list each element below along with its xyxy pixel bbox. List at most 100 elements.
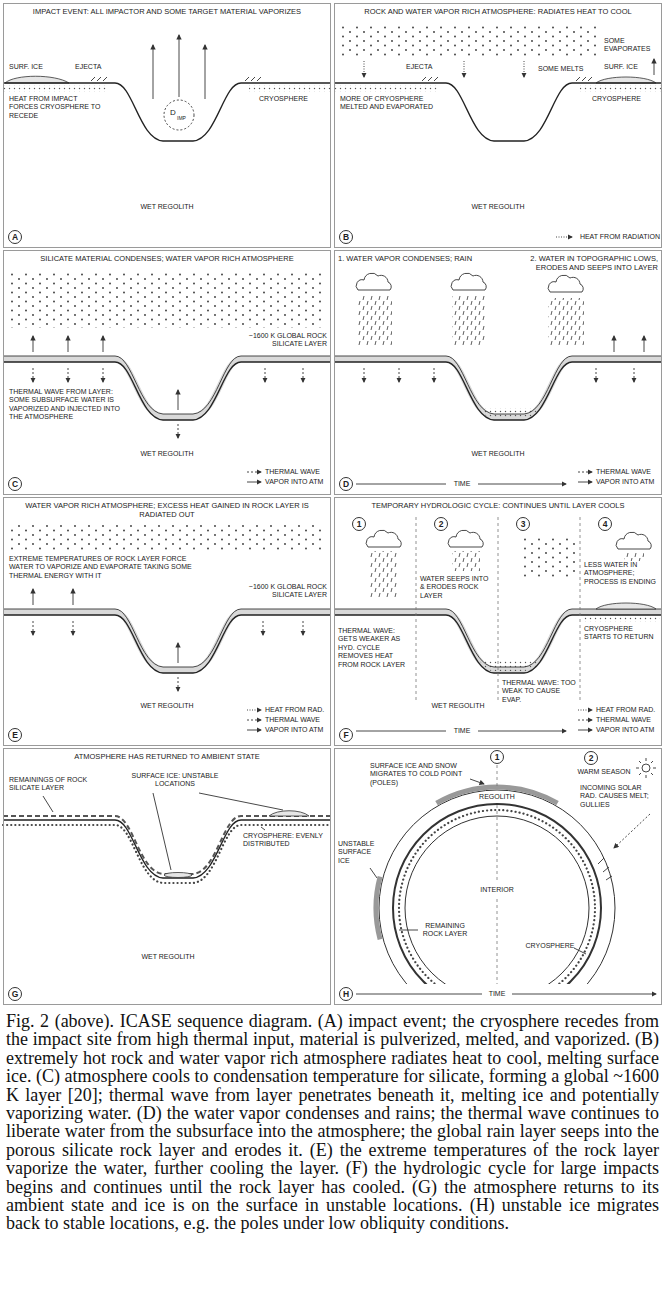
annotation-label: CRYOSPHERE: [259, 95, 329, 103]
panel-heading: IMPACT EVENT: ALL IMPACTOR AND SOME TARG…: [7, 7, 327, 16]
sequence-panel: IMPACT EVENT: ALL IMPACTOR AND SOME TARG…: [3, 3, 331, 248]
annotation-label: ~1600 K GLOBAL ROCK SILICATE LAYER: [217, 583, 327, 600]
time-axis-label: TIME: [446, 480, 478, 488]
annotation-label: REMAININGS OF ROCK SILICATE LAYER: [9, 776, 101, 793]
circle-letter: G: [12, 990, 19, 999]
circle-letter: 2: [589, 754, 594, 763]
panel-letter-circle: B: [339, 230, 353, 244]
panel-heading: SILICATE MATERIAL CONDENSES; WATER VAPOR…: [7, 254, 327, 263]
time-axis-label: TIME: [482, 990, 512, 998]
annotation-label: CRYOSPHERE: EVENLY DISTRIBUTED: [243, 832, 329, 849]
annotation-label: HEAT FROM IMPACT FORCES CRYOSPHERE TO RE…: [9, 95, 107, 120]
panel-heading: 1. WATER VAPOR CONDENSES; RAIN: [338, 254, 498, 263]
annotation-label: UNSTABLE SURFACE ICE: [338, 840, 380, 865]
annotation-label: WET REGOLITH: [117, 203, 217, 211]
circle-letter: 4: [603, 520, 608, 529]
annotation-label: WET REGOLITH: [448, 450, 548, 458]
annotation-label: CRYOSPHERE: [592, 95, 660, 103]
key-label: HEAT FROM RADIATION: [576, 233, 660, 241]
panel-letter-circle: G: [8, 987, 22, 1001]
panel-d-art: [334, 273, 662, 484]
step-circle: 1: [490, 750, 504, 764]
annotation-label: INCOMING SOLAR RAD. CAUSES MELT; GULLIES: [580, 784, 660, 809]
annotation-label: SOME EVAPORATES: [604, 37, 660, 54]
circle-letter: 1: [495, 753, 500, 762]
panel-a-art: [3, 35, 331, 141]
panel-letter-circle: F: [339, 728, 353, 742]
panel-heading: WATER VAPOR RICH ATMOSPHERE; EXCESS HEAT…: [7, 501, 327, 519]
panel-letter-circle: A: [8, 230, 22, 244]
step-circle: 2: [584, 751, 598, 765]
panel-letter-circle: E: [8, 728, 22, 742]
annotation-label: CRYOSPHERE STARTS TO RETURN: [584, 625, 660, 642]
key-label: VAPOR INTO ATM: [596, 726, 660, 734]
annotation-label: REMAINING ROCK LAYER: [418, 922, 472, 939]
annotation-label: SURFACE ICE: UNSTABLE LOCATIONS: [127, 772, 223, 789]
circle-letter: F: [343, 731, 348, 740]
sequence-panel: SILICATE MATERIAL CONDENSES; WATER VAPOR…: [3, 250, 331, 495]
step-circle: 4: [598, 517, 612, 531]
circle-letter: C: [12, 480, 18, 489]
circle-letter: D: [343, 480, 349, 489]
circle-letter: B: [343, 233, 349, 242]
figure-caption: Fig. 2 (above). ICASE sequence diagram. …: [6, 1012, 659, 1233]
annotation-label: THERMAL WAVE: TOO WEAK TO CAUSE EVAP.: [502, 679, 578, 704]
annotation-label: SURF. ICE: [604, 63, 656, 71]
annotation-label: 2. WATER IN TOPOGRAPHIC LOWS, ERODES AND…: [502, 254, 658, 272]
key-label: THERMAL WAVE: [265, 468, 329, 476]
annotation-label: WET REGOLITH: [117, 702, 217, 710]
panel-letter-circle: C: [8, 477, 22, 491]
key-label: HEAT FROM RAD.: [596, 706, 660, 714]
annotation-label: WET REGOLITH: [117, 450, 217, 458]
annotation-label: WATER SEEPS INTO & ERODES ROCK LAYER: [420, 575, 494, 600]
circle-letter: A: [12, 233, 18, 242]
panel-c-art: [3, 272, 331, 482]
annotation-label: EJECTA: [406, 63, 446, 71]
key-label: THERMAL WAVE: [596, 716, 660, 724]
key-label: VAPOR INTO ATM: [265, 726, 329, 734]
annotation-label: LESS WATER IN ATMOSPHERE; PROCESS IS END…: [584, 561, 660, 586]
key-label: VAPOR INTO ATM: [596, 478, 660, 486]
annotation-label: SURFACE ICE AND SNOW MIGRATES TO COLD PO…: [370, 762, 470, 787]
panel-letter-circle: H: [339, 987, 353, 1001]
panel-letter-circle: D: [339, 477, 353, 491]
annotation-label: CRYOSPHERE: [524, 942, 576, 950]
annotation-label: EJECTA: [75, 63, 115, 71]
annotation-label: REGOLITH: [477, 793, 517, 801]
panel-heading: ROCK AND WATER VAPOR RICH ATMOSPHERE: RA…: [338, 7, 658, 16]
annotation-label: WET REGOLITH: [448, 203, 548, 211]
annotation-label: SURF. ICE: [9, 63, 59, 71]
panel-heading: TEMPORARY HYDROLOGIC CYCLE: CONTINUES UN…: [338, 501, 658, 510]
step-circle: 2: [434, 517, 448, 531]
annotation-label: WET REGOLITH: [113, 953, 223, 961]
panel-g-art: [3, 793, 331, 883]
key-label: VAPOR INTO ATM: [265, 478, 329, 486]
circle-letter: 1: [357, 520, 362, 529]
key-label: THERMAL WAVE: [265, 716, 329, 724]
circle-letter: E: [12, 731, 18, 740]
annotation-label: WET REGOLITH: [422, 702, 494, 710]
key-label: HEAT FROM RAD.: [265, 706, 329, 714]
annotation-label: THERMAL WAVE: GETS WEAKER AS HYD. CYCLE …: [338, 627, 414, 669]
circle-letter: 3: [521, 520, 526, 529]
sequence-panel: TEMPORARY HYDROLOGIC CYCLE: CONTINUES UN…: [334, 497, 662, 746]
annotation-label: ~1600 K GLOBAL ROCK SILICATE LAYER: [217, 332, 327, 349]
key-label: THERMAL WAVE: [596, 468, 660, 476]
annotation-label: MORE OF CRYOSPHERE MELTED AND EVAPORATED: [340, 95, 440, 112]
panel-e-art: [3, 523, 331, 730]
sequence-panel: WARM SEASON SURFACE ICE AND SNOW MIGRATES…: [334, 748, 662, 1005]
time-axis-label: TIME: [446, 727, 478, 735]
sequence-panel: WATER VAPOR RICH ATMOSPHERE; EXCESS HEAT…: [3, 497, 331, 746]
panel-b-art: [334, 25, 662, 237]
step-circle: 1: [352, 517, 366, 531]
sequence-panel: 1. WATER VAPOR CONDENSES; RAIN 2. WATER I…: [334, 250, 662, 495]
panel-heading: ATMOSPHERE HAS RETURNED TO AMBIENT STATE: [7, 752, 327, 761]
annotation-label: SOME MELTS: [538, 65, 596, 73]
step-circle: 3: [516, 517, 530, 531]
annotation-label: WARM SEASON: [574, 768, 634, 776]
circle-letter: H: [343, 990, 349, 999]
circle-letter: 2: [439, 520, 444, 529]
annotation-label: IMP: [177, 115, 195, 121]
annotation-label: INTERIOR: [473, 886, 521, 894]
